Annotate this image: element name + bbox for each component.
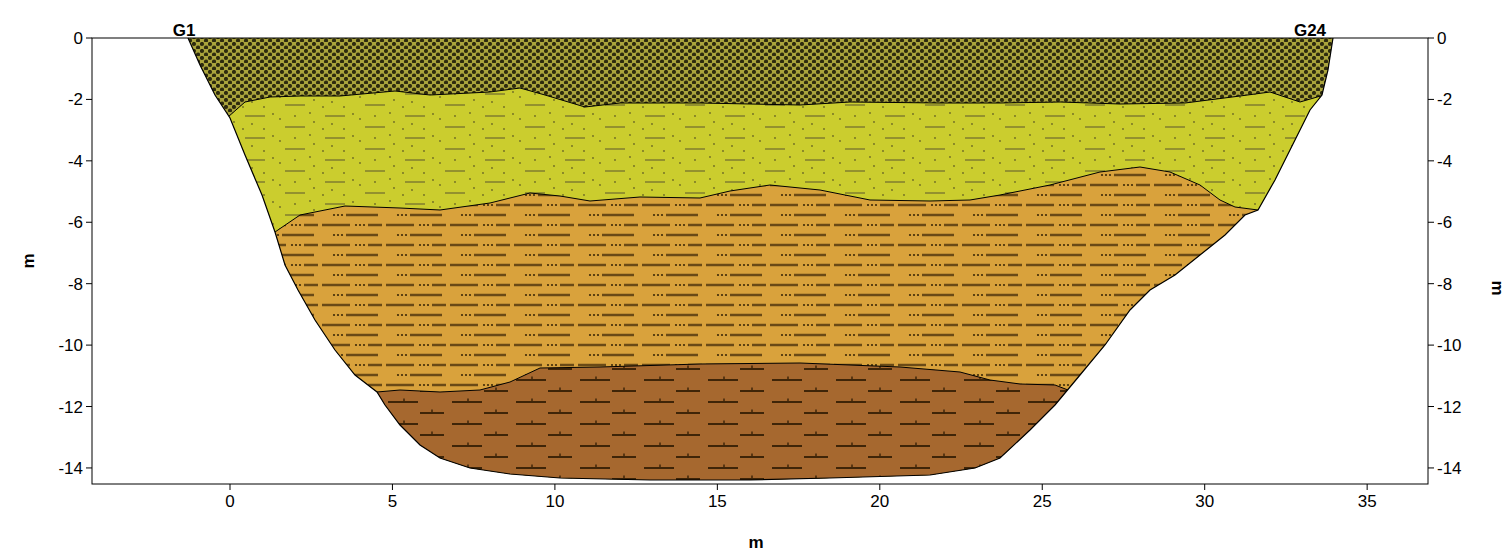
depth-tick-label: -10 (1437, 337, 1462, 354)
depth-tick-label: -2 (68, 91, 83, 108)
depth-tick-label: -12 (1437, 398, 1462, 415)
tick-mark (86, 345, 92, 346)
plot-frame (92, 38, 1428, 484)
depth-tick-label: 0 (1437, 30, 1446, 47)
tick-mark (86, 160, 92, 161)
distance-tick-label: 5 (388, 493, 397, 510)
depth-tick-label: -8 (1437, 275, 1452, 292)
axis-unit: m (1489, 280, 1506, 295)
axis-unit: m (748, 534, 763, 551)
tick-mark (1042, 484, 1043, 490)
tick-mark (1428, 283, 1434, 284)
tick-mark (879, 484, 880, 490)
tick-mark (1428, 38, 1434, 39)
distance-tick-label: 0 (225, 493, 234, 510)
tick-mark (1428, 467, 1434, 468)
tick-mark (86, 406, 92, 407)
marl-layer (150, 363, 1400, 540)
tick-mark (1428, 406, 1434, 407)
tick-mark (1204, 484, 1205, 490)
distance-tick-label: 35 (1358, 493, 1377, 510)
layer-boundary (377, 363, 1068, 392)
tick-mark (230, 484, 231, 490)
tick-mark (554, 484, 555, 490)
depth-tick-label: -6 (1437, 214, 1452, 231)
tick-mark (86, 99, 92, 100)
tick-mark (1428, 222, 1434, 223)
layer-boundary (228, 88, 1324, 117)
distance-tick-label: 25 (1033, 493, 1052, 510)
layer-boundary (275, 167, 1258, 232)
tick-mark (717, 484, 718, 490)
section-outline (188, 38, 1333, 480)
axis-unit: m (20, 253, 37, 268)
depth-tick-label: -8 (68, 275, 83, 292)
depth-tick-label: 0 (74, 30, 83, 47)
tick-mark (86, 222, 92, 223)
depth-tick-label: -12 (58, 398, 83, 415)
depth-tick-label: -4 (1437, 152, 1452, 169)
tick-mark (86, 467, 92, 468)
tick-mark (1428, 160, 1434, 161)
tick-mark (392, 484, 393, 490)
tick-mark (86, 38, 92, 39)
tick-mark (1428, 345, 1434, 346)
distance-tick-label: 10 (545, 493, 564, 510)
depth-tick-label: -14 (1437, 459, 1462, 476)
tick-mark (86, 283, 92, 284)
silty-sand-layer (150, 88, 1400, 540)
gravel-layer (150, 30, 1400, 540)
tick-mark (1428, 99, 1434, 100)
depth-tick-label: -6 (68, 214, 83, 231)
depth-tick-label: -14 (58, 459, 83, 476)
depth-tick-label: -4 (68, 152, 83, 169)
distance-tick-label: 30 (1195, 493, 1214, 510)
depth-tick-label: -2 (1437, 91, 1452, 108)
tick-mark (1367, 484, 1368, 490)
borehole-label: G1 (173, 22, 196, 39)
distance-tick-label: 20 (870, 493, 889, 510)
distance-tick-label: 15 (708, 493, 727, 510)
depth-tick-label: -10 (58, 337, 83, 354)
borehole-label: G24 (1294, 22, 1326, 39)
